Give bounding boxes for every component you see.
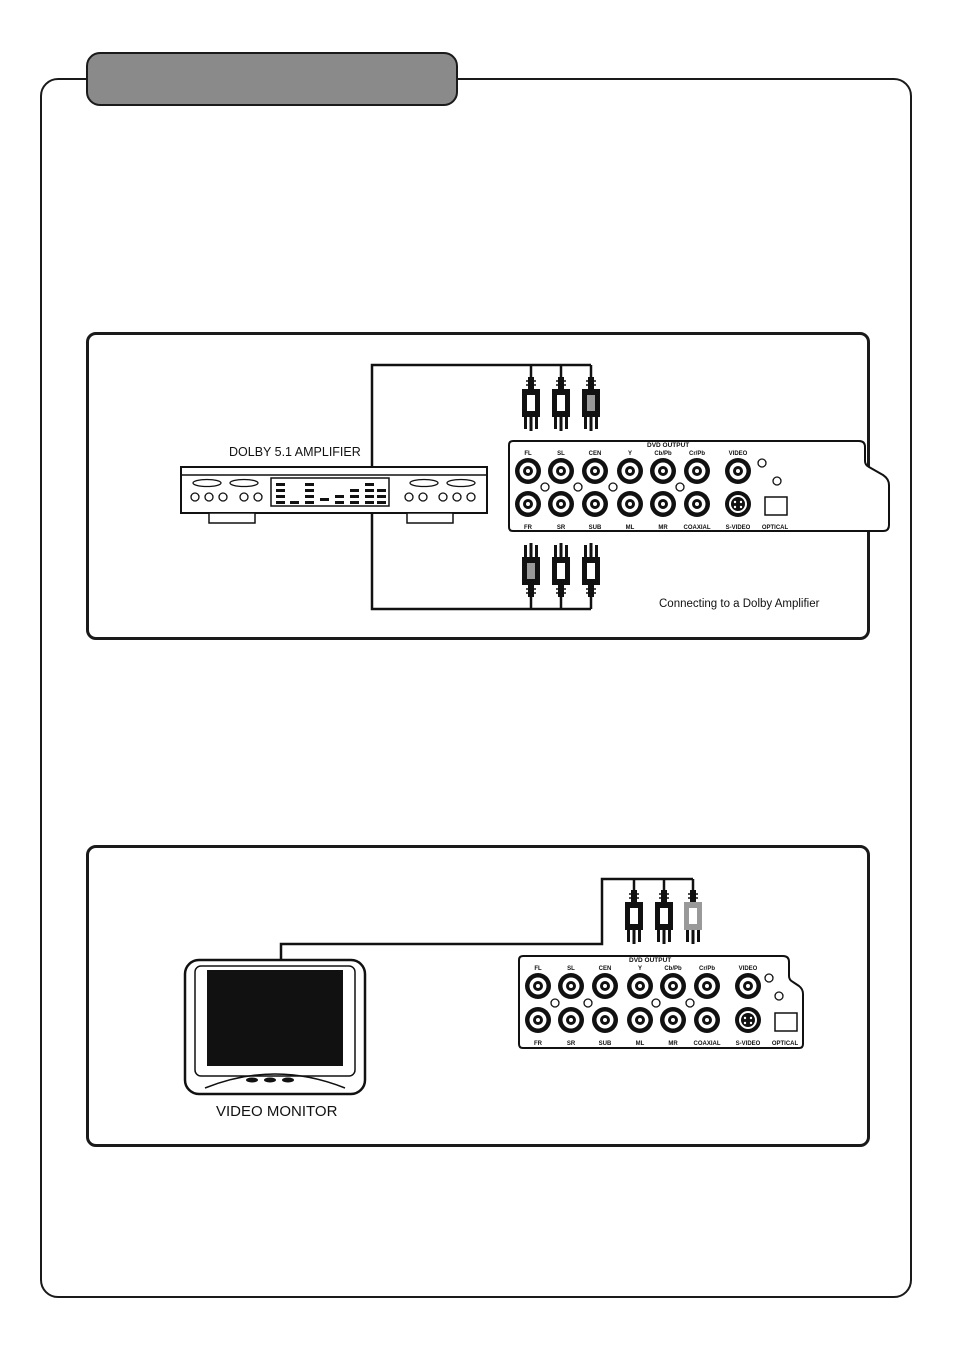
section-title-tab (86, 52, 458, 106)
label-coaxial: COAXIAL (694, 1041, 721, 1047)
label-s-video: S-VIDEO (726, 525, 751, 531)
label-cr-pb: Cr/Pb (699, 966, 715, 972)
label-cb-pb: Cb/Pb (664, 966, 682, 972)
rca-plug-2 (655, 890, 673, 944)
label-sl: SL (557, 451, 565, 457)
label-coaxial: COAXIAL (684, 525, 711, 531)
s-video-jack (725, 491, 751, 517)
label-ml: ML (626, 525, 635, 531)
label-cb-pb: Cb/Pb (654, 451, 672, 457)
label-sub: SUB (599, 1041, 612, 1047)
dolby-amplifier-diagram-panel: DOLBY 5.1 AMPLIFIER DVD OUTPUT FL SL CEN… (86, 332, 870, 640)
label-sub: SUB (589, 525, 602, 531)
label-optical: OPTICAL (772, 1041, 799, 1047)
label-video: VIDEO (739, 966, 758, 972)
label-y: Y (628, 451, 632, 457)
dvd-output-panel: DVD OUTPUT FL SL CEN Y Cb/Pb Cr/Pb VIDEO… (519, 956, 803, 1048)
label-cen: CEN (599, 966, 612, 972)
video-monitor-diagram-panel: VIDEO MONITOR DVD OUTPUT FL SL CEN Y Cb/… (86, 845, 870, 1147)
optical-jack (765, 497, 787, 515)
label-y: Y (638, 966, 642, 972)
label-optical: OPTICAL (762, 525, 789, 531)
label-fr: FR (534, 1041, 543, 1047)
dolby-amplifier (181, 467, 487, 523)
video-monitor (185, 960, 365, 1094)
rca-plug-3 (684, 890, 702, 944)
rca-plug-top-1 (522, 377, 540, 431)
optical-jack (775, 1013, 797, 1031)
monitor-label: VIDEO MONITOR (216, 1103, 338, 1120)
diagram-caption: Connecting to a Dolby Amplifier (659, 598, 820, 610)
panel-title: DVD OUTPUT (629, 957, 671, 964)
label-sr: SR (557, 525, 566, 531)
label-mr: MR (658, 525, 668, 531)
rca-plug-top-3 (582, 377, 600, 431)
s-video-jack (735, 1007, 761, 1033)
amplifier-label: DOLBY 5.1 AMPLIFIER (229, 445, 361, 459)
label-fr: FR (524, 525, 533, 531)
label-sl: SL (567, 966, 575, 972)
label-s-video: S-VIDEO (736, 1041, 761, 1047)
label-cr-pb: Cr/Pb (689, 451, 705, 457)
label-fl: FL (524, 451, 532, 457)
label-mr: MR (668, 1041, 678, 1047)
panel-title: DVD OUTPUT (647, 442, 689, 449)
video-monitor-diagram: VIDEO MONITOR DVD OUTPUT FL SL CEN Y Cb/… (89, 848, 873, 1150)
dolby-amplifier-diagram: DOLBY 5.1 AMPLIFIER DVD OUTPUT FL SL CEN… (89, 335, 873, 643)
rca-plug-bottom-2 (552, 543, 570, 597)
monitor-screen (207, 970, 343, 1066)
label-cen: CEN (589, 451, 602, 457)
label-video: VIDEO (729, 451, 748, 457)
label-ml: ML (636, 1041, 645, 1047)
rca-plug-1 (625, 890, 643, 944)
rca-plug-top-2 (552, 377, 570, 431)
label-sr: SR (567, 1041, 576, 1047)
rca-plug-bottom-1 (522, 543, 540, 597)
dvd-output-panel: DVD OUTPUT FL SL CEN Y Cb/Pb Cr/Pb VIDEO… (509, 441, 889, 531)
label-fl: FL (534, 966, 542, 972)
rca-plug-bottom-3 (582, 543, 600, 597)
